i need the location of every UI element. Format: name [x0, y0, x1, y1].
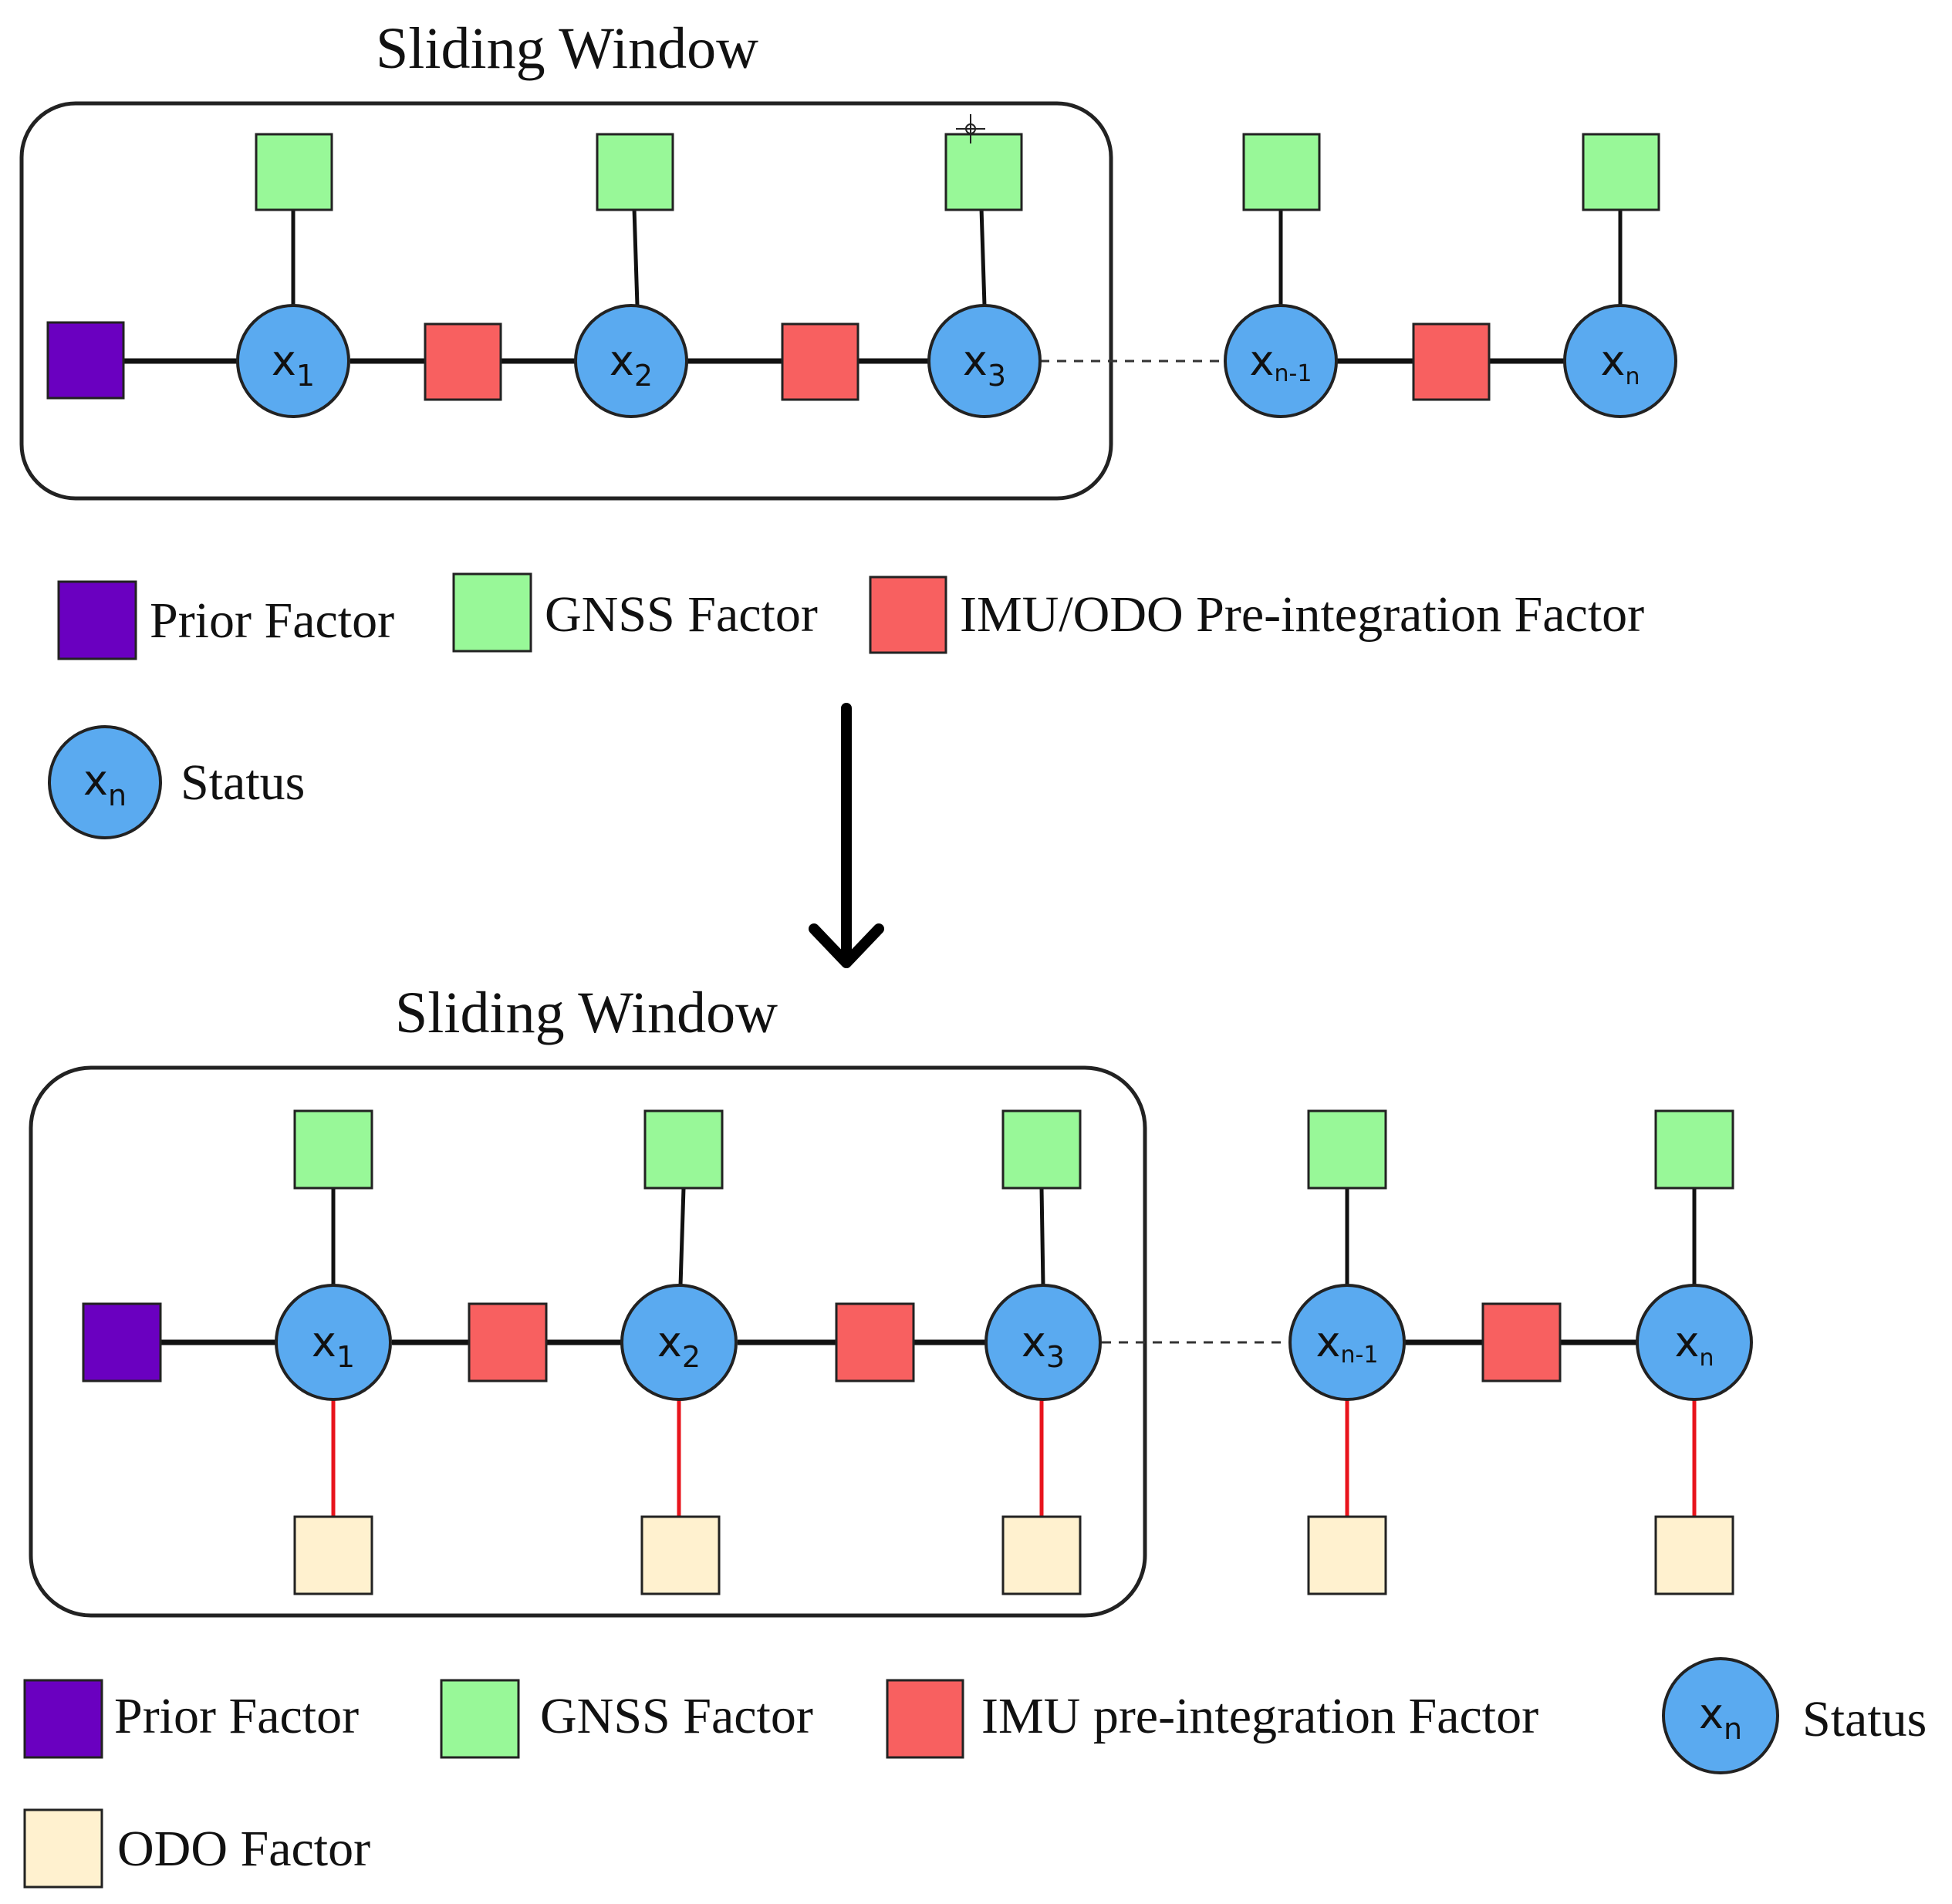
bottom-gnss-factor-4	[1307, 1109, 1387, 1190]
bottom-imu-factor-1	[468, 1302, 548, 1382]
svg-text:x3: x3	[963, 336, 1006, 393]
bottom-legend: Prior Factor GNSS Factor IMU pre-integra…	[23, 1657, 1927, 1889]
top-edge-gnss-x3	[979, 208, 987, 306]
cursor-crosshair-icon	[956, 114, 985, 143]
bottom-legend-prior-label: Prior Factor	[114, 1688, 359, 1744]
top-edge-gnss-x2	[632, 208, 640, 306]
bottom-state-node-x1: x1	[275, 1284, 392, 1401]
bottom-legend-status-swatch: xn	[1662, 1657, 1779, 1774]
bottom-imu-factor-3	[1481, 1302, 1562, 1382]
top-title: Sliding Window	[376, 16, 758, 81]
bottom-odo-factor-1	[293, 1515, 373, 1595]
bottom-legend-status-label: Status	[1802, 1691, 1927, 1747]
top-gnss-factor-3	[944, 133, 1023, 211]
bottom-prior-factor	[82, 1302, 162, 1382]
bottom-legend-odo-label: ODO Factor	[117, 1821, 370, 1877]
bottom-gnss-factor-1	[293, 1109, 373, 1190]
top-state-node-x3: x3	[927, 304, 1042, 418]
top-state-node-xn-1: xn-1	[1224, 304, 1338, 418]
svg-text:xn-1: xn-1	[1250, 336, 1312, 387]
bottom-odo-factor-5	[1654, 1515, 1734, 1595]
svg-text:xn-1: xn-1	[1316, 1318, 1379, 1369]
bottom-edge-gnss-x3	[1039, 1187, 1045, 1286]
bottom-legend-gnss-label: GNSS Factor	[540, 1688, 813, 1744]
bottom-odo-factor-3	[1001, 1515, 1082, 1595]
top-imu-factor-3	[1412, 322, 1491, 401]
top-graph: Sliding Window	[19, 16, 1677, 501]
top-legend-prior-swatch	[57, 580, 137, 660]
top-gnss-factor-5	[1582, 133, 1660, 211]
svg-text:xn: xn	[83, 756, 127, 812]
bottom-state-node-x3: x3	[984, 1284, 1102, 1401]
transition-arrow-icon	[809, 703, 884, 968]
bottom-odo-factor-2	[640, 1515, 721, 1595]
bottom-imu-factor-2	[835, 1302, 915, 1382]
bottom-legend-imu-label: IMU pre-integration Factor	[981, 1688, 1538, 1744]
top-legend-gnss-swatch	[452, 572, 532, 653]
top-gnss-factor-2	[596, 133, 674, 211]
top-gnss-factor-1	[255, 133, 333, 211]
svg-text:x2: x2	[657, 1318, 701, 1374]
bottom-legend-imu-swatch	[886, 1679, 964, 1759]
bottom-gnss-factor-2	[643, 1109, 724, 1190]
svg-text:x3: x3	[1022, 1318, 1065, 1374]
svg-text:x1: x1	[312, 1318, 355, 1374]
top-state-node-xn: xn	[1563, 304, 1677, 418]
top-legend-status-label: Status	[181, 755, 305, 811]
top-imu-factor-2	[781, 322, 859, 401]
top-legend-prior-label: Prior Factor	[150, 592, 394, 649]
bottom-odo-factor-4	[1307, 1515, 1387, 1595]
bottom-legend-odo-swatch	[23, 1808, 103, 1889]
top-legend-imu-swatch	[869, 576, 947, 654]
top-legend: Prior Factor GNSS Factor IMU/ODO Pre-int…	[48, 572, 1644, 839]
top-imu-factor-1	[424, 322, 502, 401]
svg-text:xn: xn	[1675, 1318, 1714, 1372]
bottom-graph: Sliding Window	[29, 981, 1753, 1618]
bottom-gnss-factor-5	[1654, 1109, 1734, 1190]
bottom-gnss-factor-3	[1001, 1109, 1082, 1190]
bottom-legend-prior-swatch	[23, 1679, 103, 1759]
bottom-edge-gnss-x2	[678, 1187, 686, 1286]
top-prior-factor	[46, 321, 125, 400]
top-legend-gnss-label: GNSS Factor	[545, 586, 818, 643]
top-gnss-factor-4	[1242, 133, 1321, 211]
bottom-title: Sliding Window	[395, 981, 778, 1045]
top-state-node-x1: x1	[236, 304, 350, 418]
svg-text:x2: x2	[610, 336, 653, 393]
bottom-state-node-xn: xn	[1636, 1284, 1753, 1401]
bottom-state-node-xn-1: xn-1	[1288, 1284, 1406, 1401]
svg-text:xn: xn	[1601, 336, 1640, 390]
svg-text:x1: x1	[272, 336, 315, 393]
top-legend-imu-label: IMU/ODO Pre-integration Factor	[960, 586, 1644, 643]
bottom-legend-gnss-swatch	[440, 1679, 520, 1759]
top-legend-status-swatch: xn	[48, 725, 162, 839]
top-state-node-x2: x2	[574, 304, 688, 418]
bottom-state-node-x2: x2	[620, 1284, 738, 1401]
svg-text:xn: xn	[1699, 1690, 1742, 1746]
